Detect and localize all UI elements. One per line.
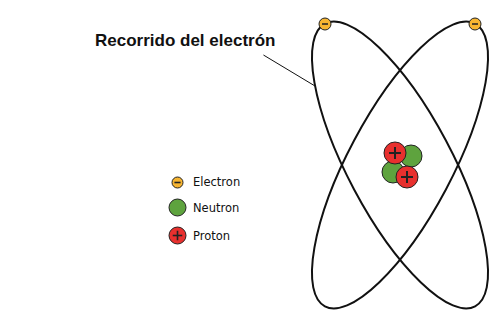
legend-entry: Proton <box>168 226 230 245</box>
nucleus <box>382 142 422 188</box>
legend-entry: Neutron <box>168 198 239 217</box>
legend-text: Electron <box>193 175 240 189</box>
legend-text: Neutron <box>193 201 239 215</box>
legend-swatch <box>168 198 187 217</box>
electron <box>319 18 331 30</box>
legend-text: Proton <box>193 229 230 243</box>
orbit <box>279 0 495 325</box>
orbit <box>279 0 495 325</box>
legend-swatch <box>168 226 187 245</box>
electron <box>469 18 481 30</box>
part-label: Recorrido del electrón <box>95 31 275 51</box>
legend-swatch <box>171 176 184 189</box>
proton <box>384 142 406 164</box>
legend-entry: Electron <box>171 175 240 189</box>
orbits <box>279 0 495 325</box>
leader-line <box>263 55 315 86</box>
proton <box>396 166 418 188</box>
